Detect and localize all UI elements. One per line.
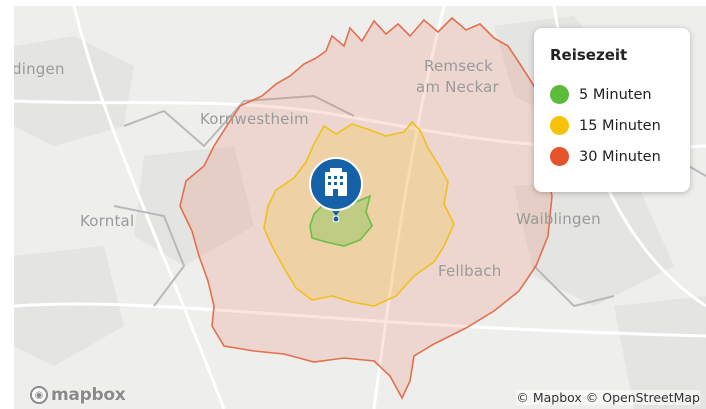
built-up-areas	[14, 16, 706, 409]
mapbox-logo-icon: ◉	[30, 386, 48, 404]
legend-item-5-minutes: 5 Minuten	[550, 79, 674, 110]
place-label-am-neckar: am Neckar	[416, 78, 499, 96]
travel-time-legend: Reisezeit 5 Minuten 15 Minuten 30 Minute…	[534, 28, 690, 192]
legend-dot-yellow	[550, 116, 569, 135]
isochrone-15-minutes[interactable]	[263, 120, 455, 307]
legend-dot-green	[550, 85, 569, 104]
location-marker[interactable]	[309, 157, 363, 223]
legend-item-15-minutes: 15 Minuten	[550, 110, 674, 141]
legend-dot-red	[550, 147, 569, 166]
map-attribution[interactable]: © Mapbox © OpenStreetMap	[516, 390, 700, 405]
legend-item-30-minutes: 30 Minuten	[550, 141, 674, 172]
isochrone-30-minutes[interactable]	[179, 16, 553, 400]
place-label-fellbach: Fellbach	[438, 262, 502, 280]
place-label-kornwestheim: Kornwestheim	[200, 110, 309, 128]
place-label-remseck: Remseck	[424, 57, 493, 75]
place-label-dingen: dingen	[14, 60, 65, 78]
place-label-korntal: Korntal	[80, 212, 135, 230]
mapbox-logo[interactable]: ◉ mapbox	[30, 385, 126, 405]
legend-title: Reisezeit	[550, 46, 628, 64]
place-label-waiblingen: Waiblingen	[516, 210, 601, 228]
